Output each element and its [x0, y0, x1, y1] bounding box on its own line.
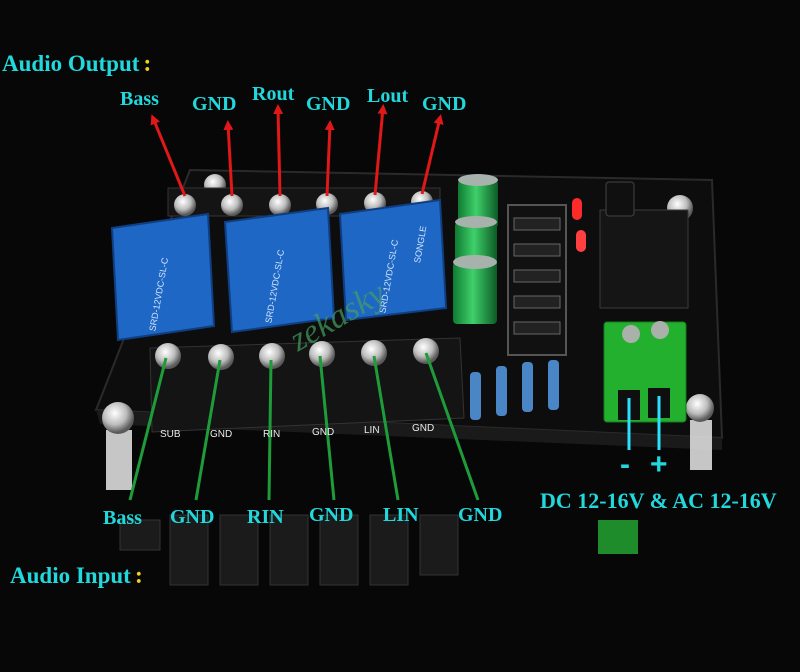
silk-label: GND [312, 427, 335, 438]
silk-label: SUB [160, 429, 181, 440]
output-pin-label: Lout [367, 85, 409, 107]
output-pin-label: GND [192, 93, 237, 115]
power-spec-label: DC 12-16V & AC 12-16V [540, 488, 777, 513]
plus-sign: + [650, 448, 668, 481]
heatsink-fins [119, 514, 459, 586]
capacitors [453, 174, 498, 324]
input-pin-label: GND [458, 504, 503, 526]
power-lines [627, 396, 661, 450]
output-arrows [150, 104, 444, 197]
input-lines [128, 352, 480, 501]
silk-label: RIN [263, 429, 281, 440]
colon: : [134, 563, 143, 589]
terminal-bottom-view [598, 520, 638, 554]
audio-input-title: Audio Input: [10, 564, 143, 588]
bottom-screws [155, 338, 439, 370]
audio-output-title-text: Audio Output [2, 51, 140, 76]
output-pin-label: GND [422, 93, 467, 115]
input-pin-label: RIN [247, 506, 284, 528]
silk-label: GND [210, 429, 233, 440]
input-pin-label: GND [170, 506, 215, 528]
output-pin-label: Rout [252, 83, 295, 105]
minus-sign: - [620, 448, 630, 481]
output-pin-label: Bass [120, 88, 159, 110]
resistors [470, 360, 559, 420]
colon: : [143, 51, 152, 77]
relays [110, 198, 448, 342]
audio-output-title: Audio Output: [2, 52, 151, 76]
regulator [599, 181, 689, 309]
input-pin-label: Bass [103, 507, 142, 529]
silk-label: GND [412, 423, 435, 434]
silk-label: LIN [364, 425, 380, 436]
leds [572, 198, 586, 252]
power-terminal [603, 321, 687, 423]
output-pin-label: GND [306, 93, 351, 115]
audio-input-title-text: Audio Input [10, 563, 131, 588]
input-pin-label: GND [309, 504, 354, 526]
input-pin-label: LIN [383, 504, 419, 526]
